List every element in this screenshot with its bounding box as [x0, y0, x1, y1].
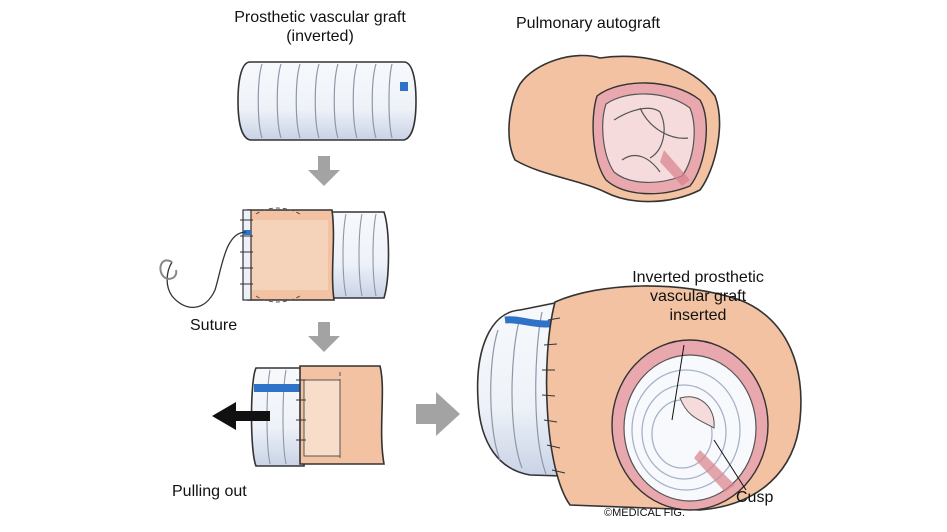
suture-needle-icon [159, 259, 178, 280]
inserted-leader-line [671, 344, 685, 421]
pulmonary-autograft [508, 54, 721, 203]
right-arrow-icon [416, 392, 460, 436]
inserted-label-line1: Inverted prosthetic [632, 269, 764, 286]
copyright-label: ©MEDICAL FIG. [604, 507, 686, 519]
graft-title-line2: (inverted) [286, 28, 354, 45]
cusp-leader-line [713, 439, 747, 491]
down-arrow-1-icon [308, 156, 340, 186]
inserted-label-line3: inserted [669, 307, 727, 324]
pull-left-arrow-icon [212, 402, 270, 430]
final-assembly [476, 285, 802, 511]
inserted-label: Inverted prosthetic vascular graft inser… [610, 268, 786, 325]
graft-title: Prosthetic vascular graft (inverted) [200, 8, 440, 46]
suturing-step [159, 207, 390, 308]
suture-thread [166, 231, 247, 308]
graft-title-line1: Prosthetic vascular graft [234, 9, 406, 26]
cusp-label: Cusp [736, 489, 774, 506]
graft-blue-stripe [400, 82, 408, 91]
down-arrow-2-icon [308, 322, 340, 352]
inserted-label-line2: vascular graft [649, 288, 747, 305]
pulling-out-label: Pulling out [172, 483, 247, 500]
suture-label: Suture [190, 317, 238, 334]
pulling-out-step [212, 365, 385, 467]
autograft-title: Pulmonary autograft [516, 15, 661, 32]
inverted-graft-tube [237, 61, 417, 141]
